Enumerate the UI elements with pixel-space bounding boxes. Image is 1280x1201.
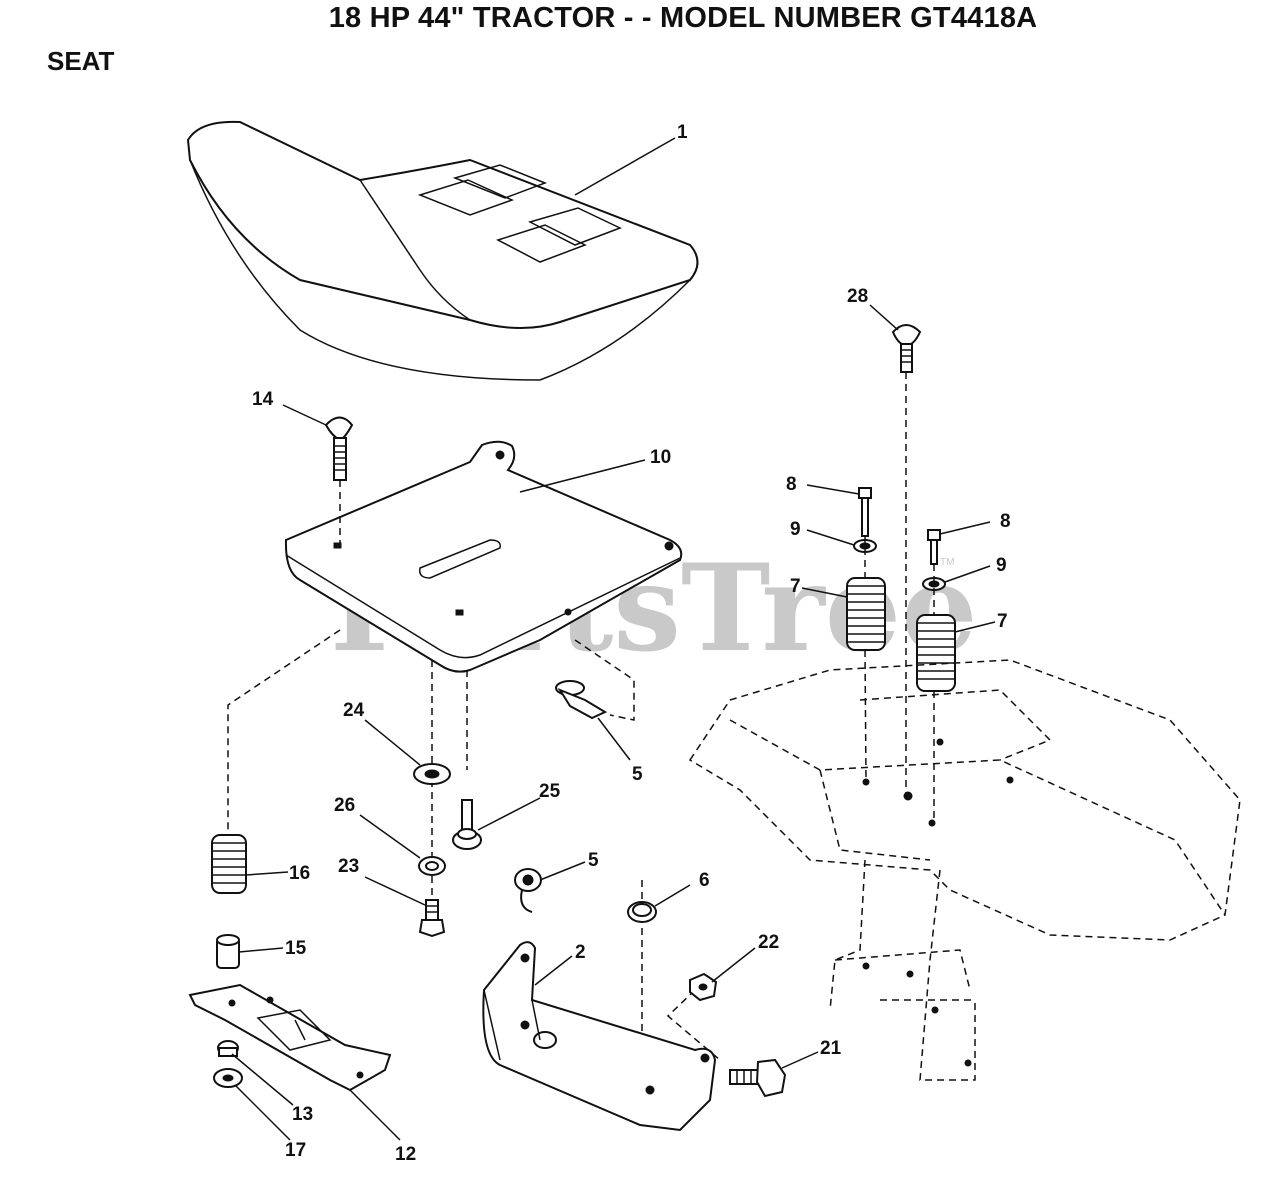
- watermark-tm: TM: [940, 557, 954, 568]
- callout-7-left: 7: [790, 576, 801, 597]
- spacer-15-part: [216, 934, 240, 969]
- callout-13: 13: [292, 1104, 313, 1125]
- callout-7-right: 7: [997, 611, 1008, 632]
- callouts: 1 28 14 10 8 8 9 9 7 7 5 24 25 26 16 23 …: [252, 122, 1011, 1165]
- bracket-2-part: [482, 941, 717, 1132]
- assembly-lines: [227, 372, 935, 1061]
- callout-26: 26: [334, 795, 355, 816]
- callout-8-right: 8: [1000, 511, 1011, 532]
- leader-lines: [231, 137, 996, 1141]
- clip-5-upper-part: [555, 680, 608, 720]
- tractor-body-outline: [688, 659, 1241, 1081]
- page-title: 18 HP 44" TRACTOR - - MODEL NUMBER GT441…: [328, 2, 1038, 34]
- spring-7-right-part: [916, 614, 956, 692]
- bumper-6-part: [627, 901, 657, 923]
- spring-7-left-part: [846, 577, 886, 651]
- callout-8-left: 8: [786, 474, 797, 495]
- bracket-12-part: [188, 983, 392, 1092]
- callout-1: 1: [677, 122, 688, 143]
- callout-9-right: 9: [996, 555, 1007, 576]
- callout-16: 16: [289, 863, 310, 884]
- callout-28: 28: [847, 286, 868, 307]
- nut-22-part: [689, 972, 718, 1002]
- callout-14: 14: [252, 389, 274, 410]
- callout-17: 17: [285, 1140, 306, 1161]
- bolt-14-part: [324, 416, 354, 481]
- seat-pan-part: [284, 440, 683, 673]
- bolt-23-part: [418, 899, 446, 938]
- nut-13-part: [217, 1040, 239, 1057]
- callout-12: 12: [395, 1144, 416, 1165]
- callout-24: 24: [343, 700, 365, 721]
- callout-22: 22: [758, 932, 779, 953]
- washer-17-part: [213, 1068, 243, 1088]
- spring-16-part: [211, 834, 247, 894]
- callout-10: 10: [650, 447, 671, 468]
- section-title: SEAT: [47, 46, 115, 76]
- washer-24-part: [413, 763, 451, 785]
- callout-9-left: 9: [790, 519, 801, 540]
- callout-25: 25: [539, 781, 561, 802]
- callout-21: 21: [820, 1038, 842, 1059]
- bolt-25-part: [452, 799, 482, 850]
- bolt-28-part: [891, 324, 922, 373]
- callout-6: 6: [699, 870, 710, 891]
- callout-15: 15: [285, 938, 307, 959]
- callout-23: 23: [338, 856, 359, 877]
- bolt-21-part: [729, 1058, 787, 1098]
- clip-5-lower-part: [514, 868, 542, 913]
- callout-5-lower: 5: [588, 850, 599, 871]
- callout-5-upper: 5: [632, 764, 643, 785]
- seat-part: [186, 120, 699, 381]
- lockwasher-26-part: [418, 856, 446, 876]
- callout-2: 2: [575, 942, 586, 963]
